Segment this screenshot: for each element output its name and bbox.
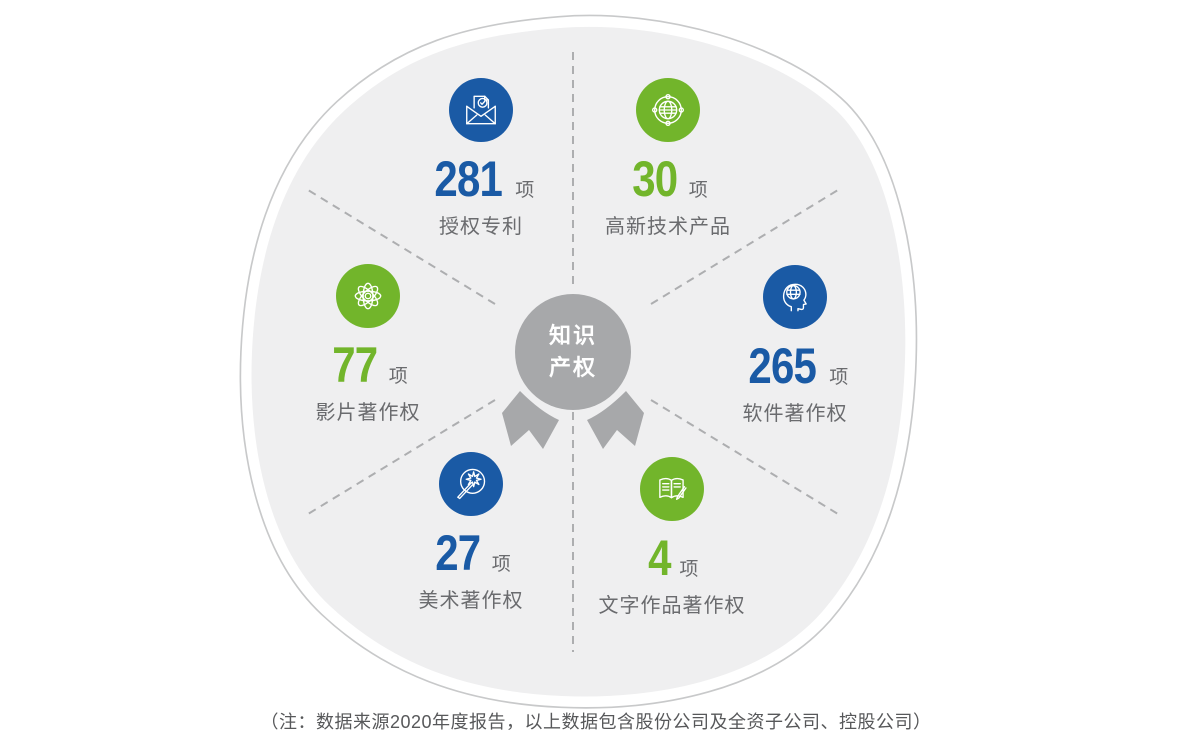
- sector-divider-lines: [307, 52, 839, 652]
- stat-item-software: 265 项 软件著作权: [700, 265, 890, 426]
- center-badge: 知识 产权: [515, 294, 631, 410]
- globe-network-icon: [636, 78, 700, 142]
- stat-line: 4 项: [646, 533, 699, 583]
- stat-value: 30: [632, 151, 678, 207]
- stat-item-textworks: 4 项 文字作品著作权: [577, 457, 767, 618]
- stat-label: 授权专利: [439, 216, 523, 238]
- wand-star-icon: [439, 452, 503, 516]
- stat-line: 281 项: [428, 154, 534, 204]
- atom-icon: [336, 264, 400, 328]
- center-title-line2: 产权: [548, 355, 597, 380]
- head-globe-icon: [763, 265, 827, 329]
- center-title-line1: 知识: [548, 323, 597, 348]
- footnote: （注：数据来源2020年度报告，以上数据包含股份公司及全资子公司、控股公司）: [260, 712, 932, 732]
- stat-line: 77 项: [328, 337, 408, 393]
- stat-value: 77: [332, 337, 378, 393]
- stat-label: 影片著作权: [315, 402, 421, 424]
- stat-line: 265 项: [742, 341, 848, 391]
- stat-unit: 项: [388, 366, 408, 387]
- ribbon-tails: [502, 391, 644, 449]
- stat-line: 30 项: [628, 151, 708, 207]
- stat-item-patents: 281 项 授权专利: [386, 78, 576, 239]
- stat-unit: 项: [515, 180, 535, 201]
- stat-label: 高新技术产品: [605, 216, 731, 238]
- stat-value: 27: [435, 525, 481, 581]
- stat-unit: 项: [491, 554, 511, 575]
- stat-item-film: 77 项 影片著作权: [273, 264, 463, 425]
- book-pencil-icon: [640, 457, 704, 521]
- stat-label: 软件著作权: [742, 403, 848, 425]
- stat-unit: 项: [829, 367, 849, 388]
- stat-label: 文字作品著作权: [598, 595, 746, 617]
- stat-value: 281: [434, 151, 502, 207]
- stat-item-art: 27 项 美术著作权: [376, 452, 566, 613]
- patent-certificate-mail-icon: [449, 78, 513, 142]
- blob-outline: [239, 14, 918, 709]
- stat-label: 美术著作权: [418, 590, 524, 612]
- stat-unit: 项: [679, 559, 699, 580]
- stat-line: 27 项: [431, 525, 511, 581]
- stat-item-hightech: 30 项 高新技术产品: [573, 78, 763, 239]
- stat-value: 4: [647, 530, 671, 586]
- stat-value: 265: [748, 338, 816, 394]
- stat-unit: 项: [688, 180, 708, 201]
